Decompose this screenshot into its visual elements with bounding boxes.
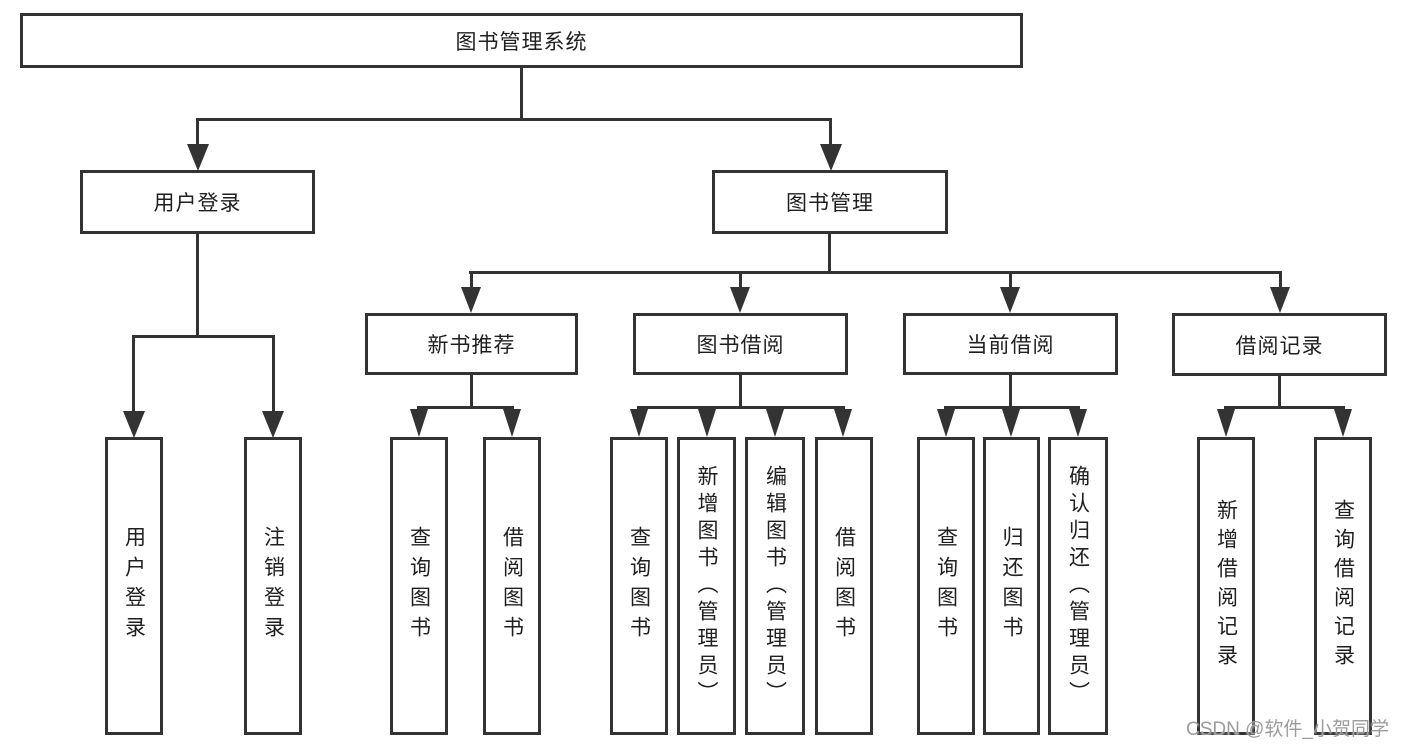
- arrow-down-icon: [766, 409, 784, 437]
- arrow-down-icon: [410, 409, 428, 437]
- connector-root-bar: [196, 118, 832, 121]
- leaf-label: 借阅图书: [832, 526, 856, 646]
- leaf-confirm-return-admin: 确认归还（管理员）: [1048, 437, 1108, 735]
- leaf-label: 确认归还（管理员）: [1066, 464, 1090, 708]
- connector-book-mgmt-stem: [828, 232, 831, 273]
- leaf-logout: 注销登录: [244, 437, 302, 735]
- node-borrow-records: 借阅记录: [1172, 313, 1387, 376]
- arrow-down-icon: [461, 287, 481, 313]
- arrow-down-icon: [123, 411, 145, 438]
- leaf-user-login: 用户登录: [105, 437, 163, 735]
- connector-stem: [1009, 374, 1012, 408]
- leaf-label: 新增借阅记录: [1214, 499, 1238, 673]
- arrow-down-icon: [503, 409, 521, 437]
- leaf-edit-book-admin: 编辑图书（管理员）: [745, 437, 805, 735]
- arrow-down-icon: [820, 144, 842, 171]
- node-book-management: 图书管理: [712, 170, 948, 234]
- arrow-down-icon: [698, 409, 716, 437]
- node-user-login: 用户登录: [80, 170, 315, 234]
- arrow-down-icon: [1270, 287, 1290, 313]
- arrow-down-icon: [937, 409, 955, 437]
- connector-drop-level3: [470, 271, 473, 291]
- arrow-down-icon: [1002, 409, 1020, 437]
- connector-user-login-stem: [196, 232, 199, 337]
- leaf-label: 查询图书: [934, 526, 958, 646]
- node-book-borrow: 图书借阅: [633, 313, 848, 375]
- leaf-add-borrow-record: 新增借阅记录: [1197, 437, 1255, 735]
- leaf-label: 用户登录: [122, 526, 146, 646]
- arrow-down-icon: [262, 411, 284, 438]
- connector-bar: [417, 406, 514, 409]
- leaf-query-book-borrow: 查询图书: [610, 437, 668, 735]
- leaf-label: 归还图书: [1000, 526, 1023, 646]
- leaf-label: 查询图书: [407, 526, 431, 646]
- node-root: 图书管理系统: [20, 13, 1023, 68]
- leaf-return-book: 归还图书: [983, 437, 1040, 735]
- connector-bar: [637, 406, 845, 409]
- node-borrow-records-label: 借阅记录: [1235, 334, 1324, 358]
- connector-drop-level3: [1279, 271, 1282, 291]
- arrow-down-icon: [730, 287, 750, 313]
- node-new-book-recommend-label: 新书推荐: [427, 334, 516, 357]
- node-book-management-label: 图书管理: [786, 192, 874, 215]
- connector-bar: [944, 406, 1080, 409]
- connector-root-stem: [520, 68, 523, 121]
- connector-drop-book-management: [829, 118, 832, 150]
- node-current-borrow: 当前借阅: [903, 313, 1118, 375]
- leaf-query-book-current: 查询图书: [917, 437, 975, 735]
- arrow-down-icon: [1217, 409, 1235, 437]
- node-new-book-recommend: 新书推荐: [365, 313, 578, 375]
- leaf-label: 编辑图书（管理员）: [763, 464, 787, 708]
- connector-stem: [470, 374, 473, 408]
- leaf-query-borrow-record: 查询借阅记录: [1314, 437, 1372, 735]
- connector-stem: [1278, 374, 1281, 408]
- leaf-label: 查询图书: [627, 526, 651, 646]
- connector-user-login-bar: [132, 335, 275, 338]
- node-current-borrow-label: 当前借阅: [966, 334, 1055, 357]
- arrow-down-icon: [834, 409, 852, 437]
- leaf-label: 借阅图书: [500, 526, 524, 646]
- leaf-borrow-book: 借阅图书: [815, 437, 873, 735]
- connector-stem: [739, 374, 742, 408]
- arrow-down-icon: [1000, 287, 1020, 313]
- connector-drop-leaf: [272, 335, 275, 415]
- leaf-label: 新增图书（管理员）: [695, 464, 718, 708]
- leaf-add-book-admin: 新增图书（管理员）: [677, 437, 736, 735]
- node-root-label: 图书管理系统: [455, 30, 588, 54]
- leaf-label: 注销登录: [261, 526, 285, 646]
- csdn-watermark: CSDN @软件_小贺同学: [1186, 719, 1389, 740]
- leaf-borrow-book-recommend: 借阅图书: [483, 437, 541, 735]
- node-user-login-label: 用户登录: [153, 192, 242, 215]
- node-book-borrow-label: 图书借阅: [696, 334, 785, 357]
- arrow-down-icon: [630, 409, 648, 437]
- connector-drop-user-login: [196, 118, 199, 150]
- connector-book-mgmt-bar: [469, 271, 1282, 274]
- arrow-down-icon: [1334, 409, 1352, 437]
- leaf-label: 查询借阅记录: [1331, 499, 1355, 673]
- arrow-down-icon: [187, 144, 209, 171]
- connector-drop-leaf: [132, 335, 135, 415]
- arrow-down-icon: [1069, 409, 1087, 437]
- connector-bar: [1224, 406, 1345, 409]
- connector-drop-level3: [1009, 271, 1012, 291]
- leaf-query-book-recommend: 查询图书: [390, 437, 448, 735]
- connector-drop-level3: [739, 271, 742, 291]
